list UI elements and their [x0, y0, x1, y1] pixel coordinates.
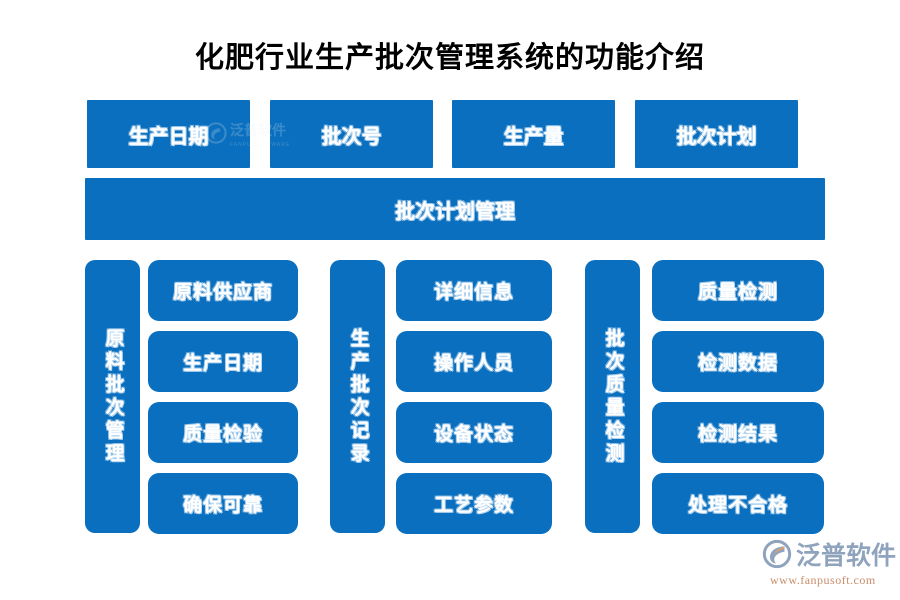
item-operator[interactable]: 操作人员: [396, 331, 552, 392]
top-card-batch-number[interactable]: 批次号: [270, 100, 433, 168]
item-handle-nonconforming[interactable]: 处理不合格: [652, 473, 824, 534]
top-card-batch-plan[interactable]: 批次计划: [635, 100, 798, 168]
item-raw-material-supplier[interactable]: 原料供应商: [148, 260, 298, 321]
item-detailed-information[interactable]: 详细信息: [396, 260, 552, 321]
item-ensure-reliability[interactable]: 确保可靠: [148, 473, 298, 534]
item-equipment-status[interactable]: 设备状态: [396, 402, 552, 463]
banner-batch-plan-management[interactable]: 批次计划管理: [85, 178, 825, 240]
top-card-production-date[interactable]: 生产日期: [87, 100, 250, 168]
group-label-batch-quality-inspection[interactable]: 批次质量检测: [585, 260, 640, 533]
item-production-date[interactable]: 生产日期: [148, 331, 298, 392]
item-test-results[interactable]: 检测结果: [652, 402, 824, 463]
item-test-data[interactable]: 检测数据: [652, 331, 824, 392]
group-label-production-batch-record[interactable]: 生产批次记录: [330, 260, 385, 533]
item-quality-inspection[interactable]: 质量检验: [148, 402, 298, 463]
brand-logo-name: 泛普软件: [796, 541, 897, 570]
brand-logo-icon: [762, 539, 792, 574]
brand-logo-url: www.fanpusoft.com: [770, 573, 876, 587]
item-quality-testing[interactable]: 质量检测: [652, 260, 824, 321]
group-label-raw-material-batch-management[interactable]: 原料批次管理: [85, 260, 140, 533]
item-process-parameters[interactable]: 工艺参数: [396, 473, 552, 534]
brand-logo: 泛普软件 www.fanpusoft.com: [762, 539, 897, 592]
page-title: 化肥行业生产批次管理系统的功能介绍: [194, 42, 705, 74]
brand-logo-row: 泛普软件: [762, 539, 897, 574]
top-card-production-volume[interactable]: 生产量: [452, 100, 615, 168]
